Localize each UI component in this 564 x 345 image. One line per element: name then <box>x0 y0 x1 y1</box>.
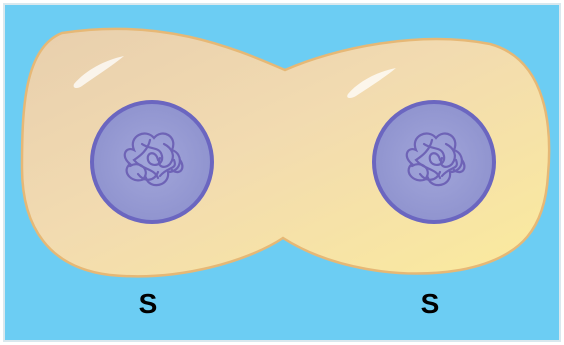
nucleus-left <box>92 102 212 222</box>
daughter-cell-label-left: S <box>128 284 168 324</box>
daughter-cell-label-right: S <box>410 284 450 324</box>
nucleus-right <box>374 102 494 222</box>
